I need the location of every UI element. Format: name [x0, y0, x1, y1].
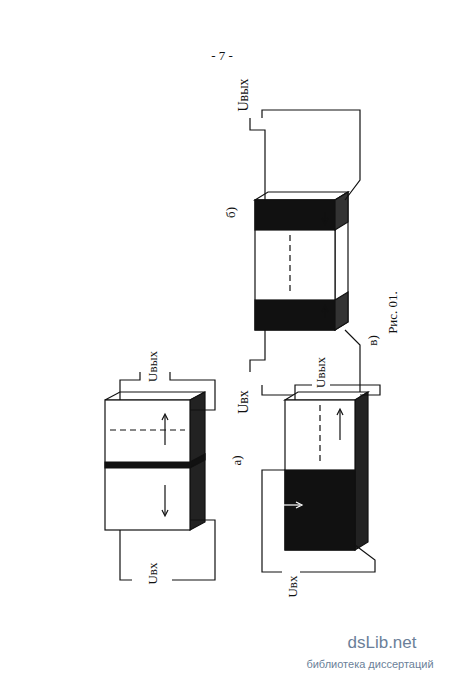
watermark: библиотека диссертаций	[306, 659, 433, 670]
page-number: - 7 -	[211, 49, 233, 62]
signal-name: Uвых	[313, 357, 326, 388]
subfigure-letter: в)	[366, 335, 379, 345]
signal-name: Uвх	[286, 575, 299, 597]
subfigure-letter: б)	[223, 207, 236, 218]
signal-name: Uвых	[237, 78, 251, 111]
signal-name: Uвх	[146, 562, 159, 584]
figure-caption: Рис. 01.	[386, 291, 399, 334]
signal-name: Uвх	[237, 390, 251, 414]
subfigure-letter: а)	[229, 455, 242, 465]
watermark: dsLib.net	[348, 634, 417, 651]
signal-name: Uвых	[145, 351, 158, 382]
